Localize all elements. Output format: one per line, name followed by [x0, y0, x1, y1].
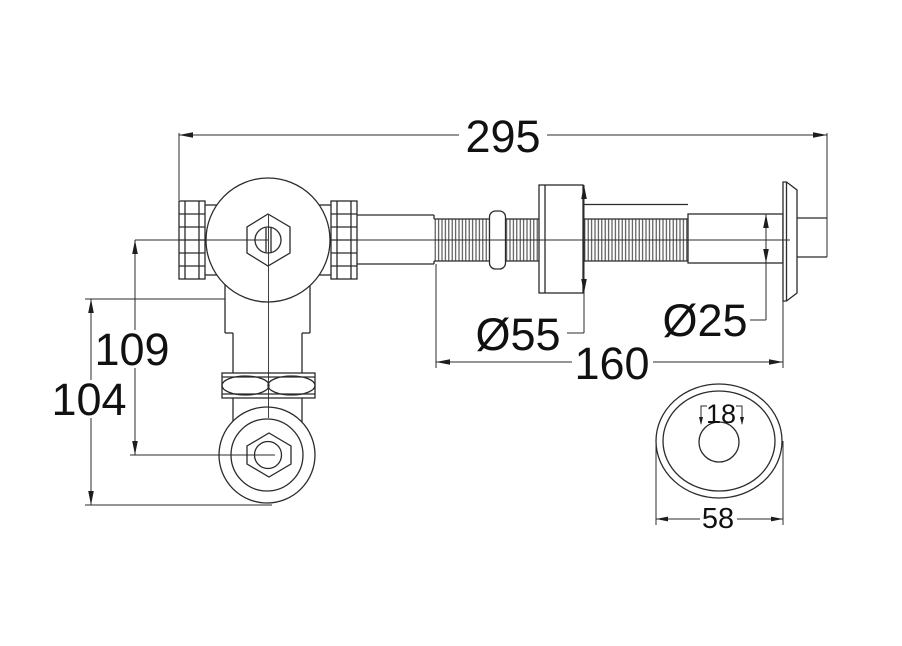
- dimension-overall-length: 295: [178, 111, 828, 257]
- dim-end-hole-label: 18: [706, 399, 736, 429]
- dim-overall-length-label: 295: [465, 111, 540, 162]
- dimension-flange-diameter: Ø55: [475, 185, 587, 360]
- dimension-end-cap: 58: [655, 441, 784, 535]
- dimension-thread-length: 160: [435, 264, 784, 389]
- wall-flange: [782, 181, 827, 302]
- bottom-hex: [246, 432, 292, 478]
- flange-locknut: [538, 184, 584, 294]
- dim-flange-diameter-label: Ø55: [475, 309, 560, 360]
- valve-hex: [246, 213, 291, 267]
- dim-tube-diameter-label: Ø25: [662, 295, 747, 346]
- dim-center-height-label: 109: [94, 324, 169, 375]
- end-view-hole: [698, 421, 740, 463]
- smooth-tube-end: [687, 213, 784, 264]
- dim-thread-length-label: 160: [574, 338, 649, 389]
- dim-body-height-label: 104: [51, 374, 126, 425]
- horizontal-pipe: [357, 214, 435, 265]
- dimension-body-height: 104: [51, 298, 272, 506]
- vertical-drop-pipe: [224, 285, 311, 422]
- center-axis-lines: [135, 215, 790, 418]
- end-view-inner-ring: [662, 390, 776, 492]
- dimension-center-height: 109: [94, 240, 275, 456]
- dim-end-cap-label: 58: [702, 503, 734, 535]
- dimension-end-hole: 18: [699, 399, 744, 429]
- dimension-tube-diameter: Ø25: [662, 214, 769, 346]
